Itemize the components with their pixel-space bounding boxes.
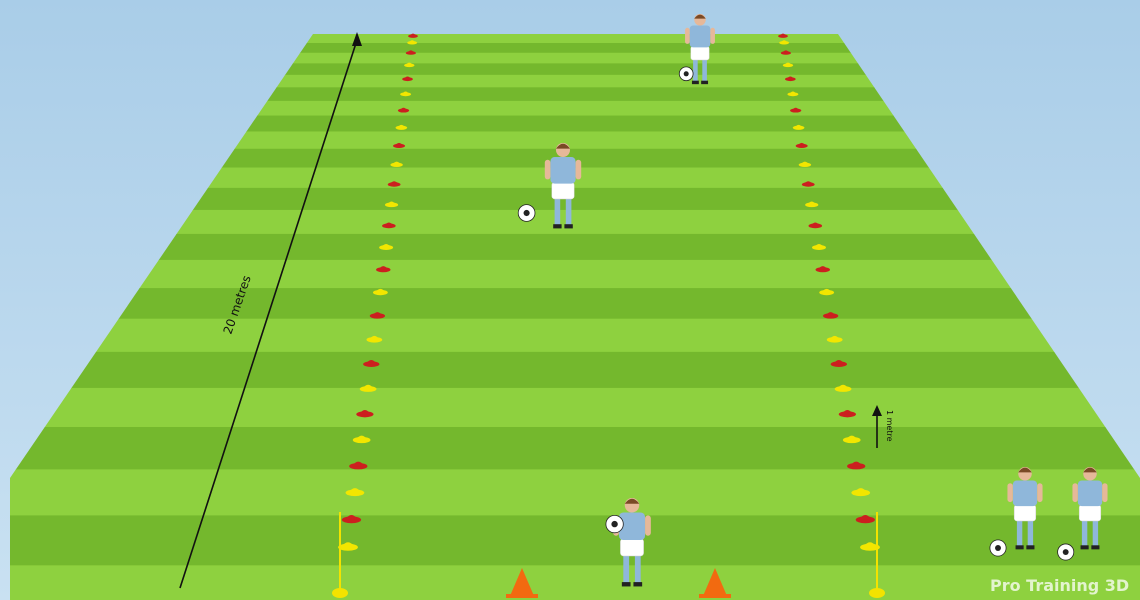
player-leg <box>1028 518 1033 548</box>
player-shorts <box>691 46 709 60</box>
player-shorts <box>620 539 643 556</box>
player-boot <box>701 81 708 84</box>
player-shirt <box>1078 481 1102 507</box>
player-leg <box>1017 518 1022 548</box>
player-arm <box>545 160 551 180</box>
player-leg <box>623 553 629 585</box>
football <box>1058 544 1074 560</box>
player-boot <box>1081 545 1089 549</box>
player-arm <box>576 160 582 180</box>
grass-stripe <box>0 288 1140 319</box>
player-shirt <box>690 26 711 48</box>
player-shorts <box>1079 505 1101 521</box>
player-arm <box>1037 483 1042 502</box>
football <box>679 67 693 81</box>
player-boot <box>1091 545 1099 549</box>
player-arm <box>1102 483 1107 502</box>
grass-stripe <box>0 319 1140 353</box>
football <box>990 540 1006 556</box>
player-boot <box>622 582 631 586</box>
watermark: Pro Training 3D <box>990 576 1129 595</box>
player-leg <box>693 58 698 83</box>
player-shirt <box>1013 481 1037 507</box>
player-shorts <box>1014 505 1036 521</box>
player-shirt <box>550 157 575 184</box>
grass-stripe <box>0 352 1140 389</box>
grass-stripe <box>0 260 1140 289</box>
football <box>606 515 623 532</box>
player-shorts <box>552 182 574 199</box>
grass-stripe <box>0 469 1140 516</box>
grass-stripe <box>0 515 1140 565</box>
player-leg <box>555 196 561 227</box>
distance-label-1m: 1 metre <box>885 410 894 442</box>
player-boot <box>1016 545 1024 549</box>
grass-stripe <box>0 388 1140 428</box>
player-arm <box>1007 483 1012 502</box>
player-leg <box>1082 518 1087 548</box>
player-arm <box>1072 483 1077 502</box>
player-boot <box>564 224 572 228</box>
grass-stripe <box>0 565 1140 600</box>
player-boot <box>553 224 561 228</box>
player-arm <box>645 515 651 535</box>
player-boot <box>692 81 699 84</box>
player-boot <box>1026 545 1034 549</box>
player-leg <box>566 196 572 227</box>
football <box>518 205 535 222</box>
player-leg <box>702 58 707 83</box>
grass-stripe <box>0 427 1140 470</box>
player-arm <box>710 28 715 44</box>
player-leg <box>1093 518 1098 548</box>
player-leg <box>635 553 641 585</box>
player-arm <box>685 28 690 44</box>
player-boot <box>633 582 642 586</box>
